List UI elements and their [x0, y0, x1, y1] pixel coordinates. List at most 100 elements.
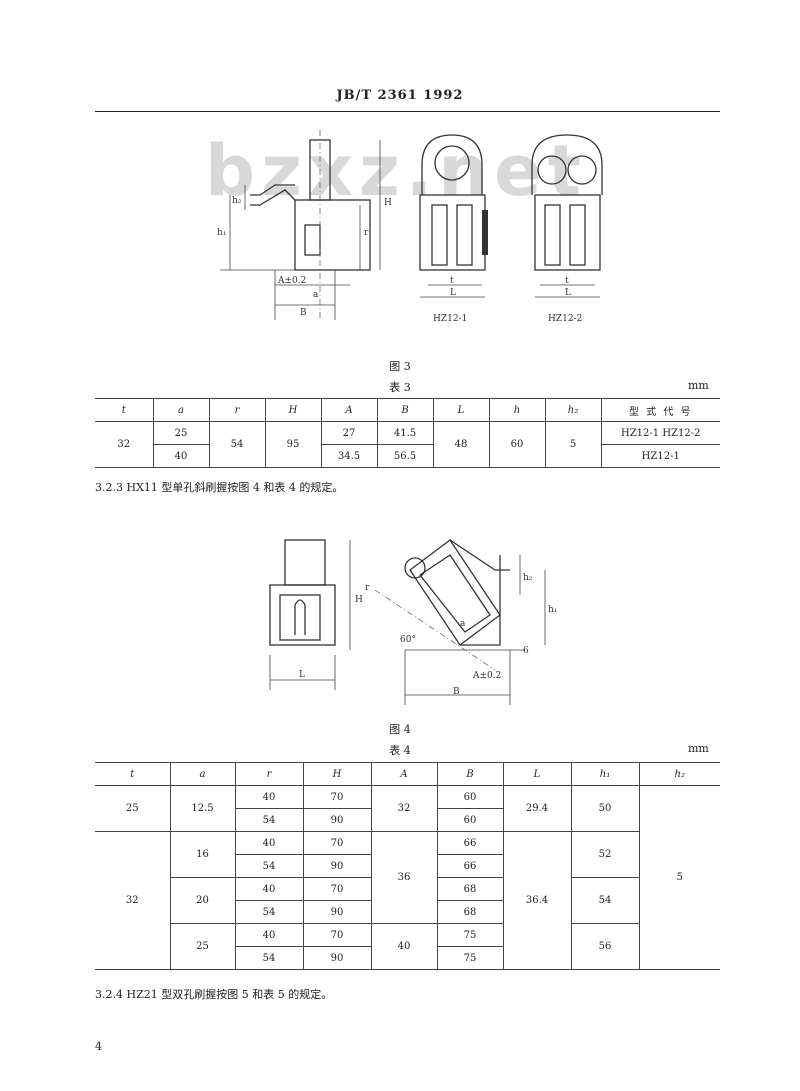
clause-3-2-3: 3.2.3 HX11 型单孔斜刷握按图 4 和表 4 的规定。 — [95, 481, 344, 494]
t4-header-r: r — [234, 762, 304, 786]
table-row: 25 40 70 40 75 56 — [95, 923, 720, 970]
t4-cell-r: 40 — [234, 923, 304, 947]
t4-cell-H: 70 — [302, 877, 372, 901]
fig3-side-view: h₂ h₁ H r A±0.2 a B — [217, 130, 392, 320]
t4-cell-A3: 40 — [370, 923, 438, 970]
figure-3-caption: 图 3 — [389, 360, 411, 373]
t4-cell-a4: 25 — [170, 923, 236, 970]
table-4-header-row: t a r H A B L h₁ h₂ — [95, 762, 720, 786]
t4-cell-H: 90 — [302, 946, 372, 970]
t3-cell-B2: 56.5 — [376, 444, 434, 468]
fig4-b-label: 6 — [523, 646, 529, 656]
t3-cell-code2: HZ12-1 — [600, 444, 720, 468]
t4-cell-B: 60 — [436, 785, 504, 809]
fig3-h2-label: h₂ — [232, 196, 242, 206]
figure-4-drawing: H L r 60° A±0.2 B h₂ h₁ 6 a — [269, 539, 557, 705]
page-number: 4 — [95, 1040, 102, 1053]
t4-cell-B: 68 — [436, 877, 504, 901]
t4-cell-h1: 52 — [570, 831, 639, 878]
t3-cell-r: 54 — [208, 421, 266, 468]
t3-cell-H: 95 — [264, 421, 322, 468]
t3-cell-a2: 40 — [153, 444, 210, 468]
t3-cell-code1: HZ12-1 HZ12-2 — [600, 421, 720, 445]
fig3-A-label: A±0.2 — [277, 276, 306, 286]
t4-header-H: H — [302, 762, 372, 786]
t4-cell-h1: 56 — [570, 923, 639, 970]
table-row: 54 90 60 — [95, 808, 720, 832]
t4-header-t: t — [95, 762, 171, 786]
table-row: 40 34.5 56.5 HZ12-1 — [95, 444, 720, 468]
t4-cell-H: 70 — [302, 923, 372, 947]
t3-cell-A1: 27 — [320, 421, 378, 445]
t3-header-h2: h₂ — [544, 398, 602, 422]
t3-cell-t: 32 — [95, 421, 154, 468]
t4-cell-H: 70 — [302, 785, 372, 809]
fig3-B-label: B — [300, 308, 307, 318]
fig4-front-view: H L — [269, 539, 363, 690]
t4-cell-r: 40 — [234, 877, 304, 901]
fig4-r-label: r — [365, 583, 370, 593]
t3-header-H: H — [264, 398, 322, 422]
fig3-t-label-2: t — [565, 276, 569, 286]
table-3-unit: mm — [688, 379, 709, 392]
t4-cell-B: 66 — [436, 831, 504, 855]
fig4-B-label: B — [453, 687, 460, 697]
t3-cell-A2: 34.5 — [320, 444, 378, 468]
figure-4-caption: 图 4 — [389, 723, 411, 736]
fig4-L-label: L — [299, 670, 305, 680]
t4-cell-H: 90 — [302, 900, 372, 924]
t4-cell-H: 90 — [302, 808, 372, 832]
t4-cell-r: 40 — [234, 831, 304, 855]
table-4-caption: 表 4 — [389, 744, 411, 757]
t4-header-h2: h₂ — [638, 762, 720, 786]
t3-cell-B1: 41.5 — [376, 421, 434, 445]
t3-cell-L: 48 — [432, 421, 490, 468]
t4-cell-A2: 36 — [370, 831, 438, 924]
t3-header-A: A — [320, 398, 378, 422]
t4-cell-r: 40 — [234, 785, 304, 809]
t4-cell-a1: 12.5 — [169, 785, 236, 832]
table-row: 54 90 66 — [95, 854, 720, 878]
fig3-hz12-2-view: t L HZ12-2 — [531, 134, 603, 324]
fig4-h2-label: h₂ — [523, 573, 533, 583]
t4-header-h1: h₁ — [570, 762, 640, 786]
fig4-angle-label: 60° — [400, 635, 416, 645]
fig4-a-label: a — [460, 619, 466, 629]
t4-header-B: B — [436, 762, 504, 786]
table-3-header-row: t a r H A B L h h₂ 型 式 代 号 — [95, 398, 720, 422]
t4-cell-H: 90 — [302, 854, 372, 878]
fig3-a-label: a — [313, 290, 319, 300]
fig3-h1-label: h₁ — [217, 228, 226, 238]
watermark: bzxz.net — [205, 130, 588, 212]
table-row: 20 40 70 68 54 — [95, 877, 720, 924]
t3-header-code: 型 式 代 号 — [600, 398, 720, 422]
table-4-unit: mm — [688, 742, 709, 755]
t3-header-a: a — [152, 398, 210, 422]
t4-header-A: A — [370, 762, 438, 786]
t4-cell-h1: 50 — [570, 785, 640, 832]
fig4-H-label: H — [355, 595, 363, 605]
t4-cell-t1: 25 — [95, 785, 171, 832]
table-3-caption: 表 3 — [389, 381, 411, 394]
t4-cell-L1: 29.4 — [502, 785, 572, 832]
fig4-side-view: r 60° A±0.2 B h₂ h₁ 6 a — [365, 539, 557, 705]
document-header: JB/T 2361 1992 — [336, 88, 464, 103]
fig3-variant-hz12-2: HZ12-2 — [548, 314, 582, 324]
t3-header-L: L — [432, 398, 490, 422]
t4-header-L: L — [502, 762, 572, 786]
t3-header-t: t — [95, 398, 154, 422]
t3-header-r: r — [208, 398, 266, 422]
t4-cell-t2: 32 — [95, 831, 171, 970]
t4-cell-a3: 20 — [170, 877, 236, 924]
t4-header-a: a — [169, 762, 236, 786]
t4-cell-h2: 5 — [638, 785, 720, 970]
t3-cell-h2: 5 — [544, 421, 602, 468]
t3-header-B: B — [376, 398, 434, 422]
t3-header-h: h — [488, 398, 546, 422]
t4-cell-B: 60 — [436, 808, 503, 832]
t3-cell-h: 60 — [488, 421, 546, 468]
t4-cell-B: 75 — [436, 923, 504, 947]
table-3: t a r H A B L h h₂ 型 式 代 号 32 25 54 95 2… — [95, 398, 720, 468]
table-row: 32 16 40 70 36 66 36.4 52 — [95, 831, 720, 970]
t4-cell-L2: 36.4 — [502, 831, 572, 970]
